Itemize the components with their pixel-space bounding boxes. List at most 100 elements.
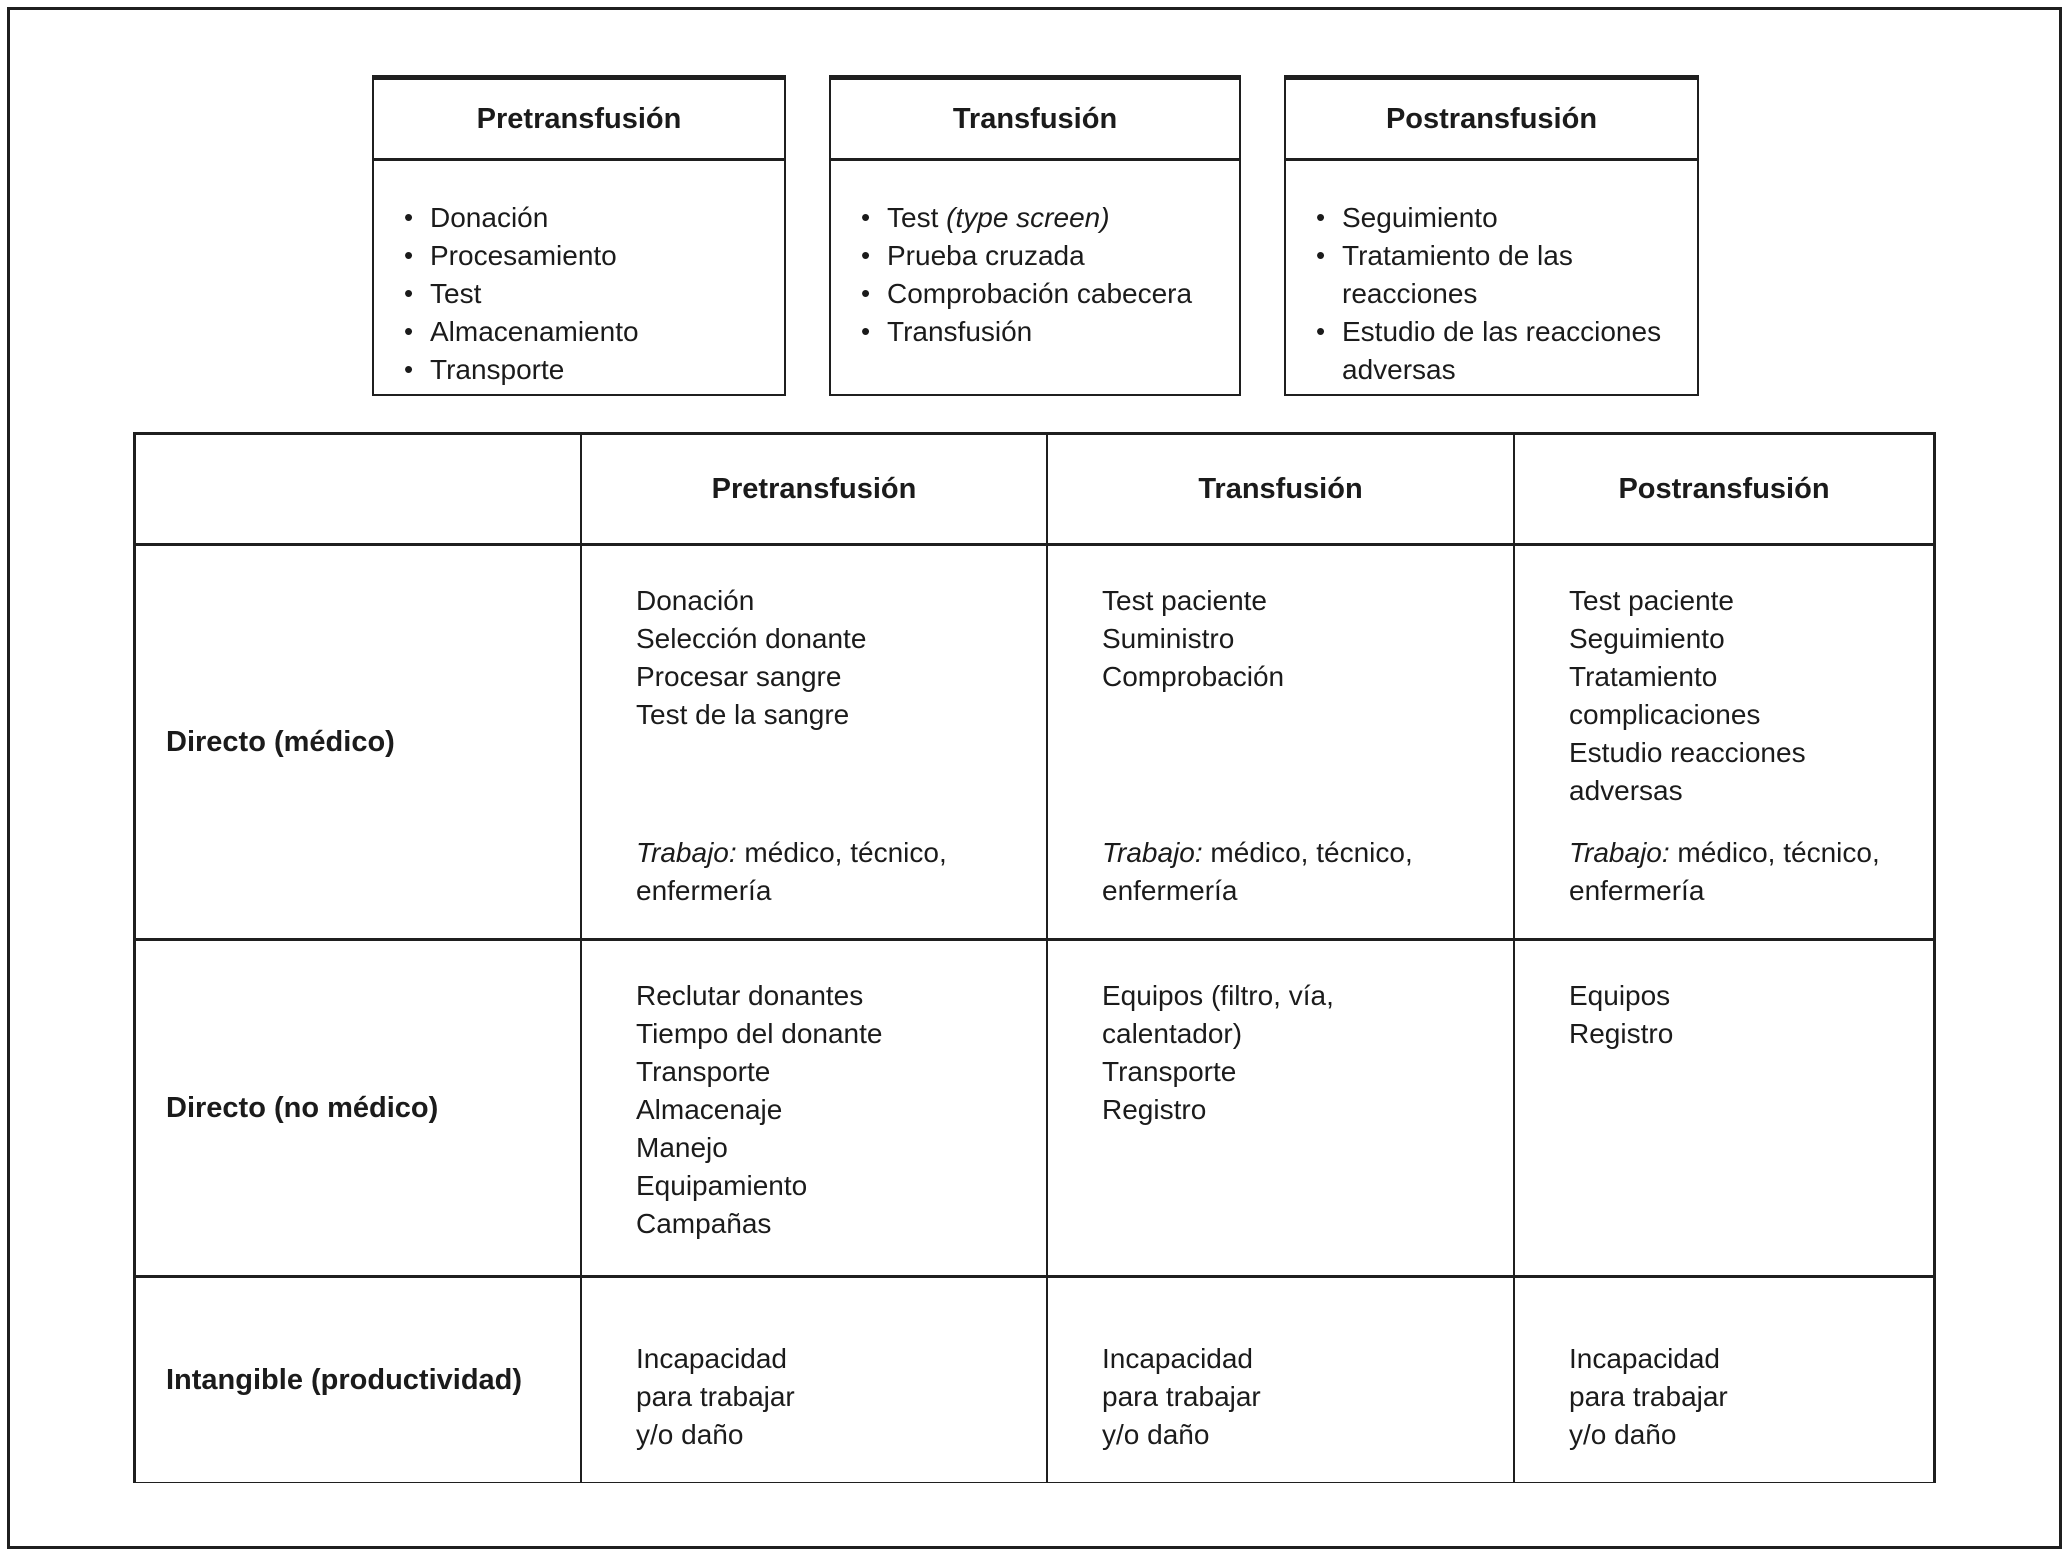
list-item-text: Transfusión — [887, 316, 1033, 347]
cell-line: calentador) — [1102, 1018, 1243, 1049]
cell-intangible-pretransfusion: Incapacidad para trabajar y/o daño — [582, 1278, 1048, 1482]
list-item: Test (type screen) — [861, 198, 1229, 237]
row-label-intangible: Intangible (productividad) — [136, 1278, 582, 1482]
cell-line: para trabajar — [636, 1381, 795, 1412]
list-item-text: Almacenamiento — [430, 316, 639, 347]
list-item-text: Test (type screen) — [887, 199, 1229, 237]
list-item-text: Test — [430, 278, 482, 309]
cell-intangible-transfusion: Incapacidad para trabajar y/o daño — [1048, 1278, 1515, 1482]
phase-box-pretransfusion: Pretransfusión Donación Procesamiento Te… — [372, 75, 786, 396]
cell-line: Equipos (filtro, vía, — [1102, 980, 1334, 1011]
phase-box-transfusion: Transfusión Test (type screen) Prueba cr… — [829, 75, 1241, 396]
cell-line: Selección donante — [636, 623, 867, 654]
list-item-text: Prueba cruzada — [887, 240, 1085, 271]
phase-box-list: Test (type screen) Prueba cruzada Compro… — [831, 161, 1239, 351]
phase-box-title: Postransfusión — [1286, 80, 1697, 161]
cell-directo-no-medico-pretransfusion: Reclutar donantes Tiempo del donante Tra… — [582, 941, 1048, 1278]
cell-line: Comprobación — [1102, 661, 1285, 692]
list-item-text-wrap: adversas — [1342, 354, 1456, 385]
figure-border — [7, 7, 2062, 1549]
cell-directo-medico-pretransfusion: Donación Selección donante Procesar sang… — [582, 546, 1048, 941]
list-item-text: Seguimiento — [1342, 202, 1498, 233]
cell-line: Test paciente — [1102, 585, 1267, 616]
list-item: Tratamiento de las reacciones — [1316, 236, 1687, 313]
cell-lines: Donación Selección donante Procesar sang… — [636, 582, 1034, 734]
item-italic-text: (type screen) — [946, 202, 1110, 233]
trabajo-label: Trabajo: — [1569, 837, 1670, 868]
cell-line: Tiempo del donante — [636, 1018, 883, 1049]
list-item-text: Estudio de las reacciones — [1342, 316, 1662, 347]
cell-lines: Test paciente Seguimiento Tratamiento co… — [1569, 582, 1921, 810]
cell-directo-no-medico-postransfusion: Equipos Registro — [1515, 941, 1933, 1278]
trabajo-note: Trabajo: médico, técnico, enfermería — [636, 834, 992, 910]
cell-line: Estudio reacciones — [1569, 737, 1806, 768]
cell-directo-medico-transfusion: Test paciente Suministro Comprobación Tr… — [1048, 546, 1515, 941]
row-label-directo-medico: Directo (médico) — [136, 546, 582, 941]
cell-line: Equipamiento — [636, 1170, 808, 1201]
table-header-pretransfusion: Pretransfusión — [582, 435, 1048, 546]
cost-table: Pretransfusión Transfusión Postransfusió… — [133, 432, 1936, 1483]
phase-box-title: Transfusión — [831, 80, 1239, 161]
list-item-text: Transporte — [430, 354, 565, 385]
phase-box-postransfusion: Postransfusión Seguimiento Tratamiento d… — [1284, 75, 1699, 396]
trabajo-note: Trabajo: médico, técnico, enfermería — [1569, 834, 1921, 910]
cell-line: y/o daño — [636, 1419, 744, 1450]
cell-line: Incapacidad — [636, 1343, 788, 1374]
list-item: Transfusión — [861, 312, 1229, 351]
cell-intangible-postransfusion: Incapacidad para trabajar y/o daño — [1515, 1278, 1933, 1482]
cell-directo-medico-postransfusion: Test paciente Seguimiento Tratamiento co… — [1515, 546, 1933, 941]
phase-box-list: Seguimiento Tratamiento de las reaccione… — [1286, 161, 1697, 389]
cell-line: Transporte — [636, 1056, 771, 1087]
cell-line: y/o daño — [1102, 1419, 1210, 1450]
cell-directo-no-medico-transfusion: Equipos (filtro, vía, calentador) Transp… — [1048, 941, 1515, 1278]
list-item-text: Tratamiento de las — [1342, 240, 1573, 271]
table-corner-cell — [136, 435, 582, 546]
cell-line: adversas — [1569, 775, 1683, 806]
list-item: Donación — [404, 198, 774, 237]
cell-line: Registro — [1569, 1018, 1674, 1049]
cell-line: Donación — [636, 585, 755, 616]
cell-line: Registro — [1102, 1094, 1207, 1125]
cell-line: Test paciente — [1569, 585, 1734, 616]
cell-line: Suministro — [1102, 623, 1235, 654]
list-item-text: Comprobación cabecera — [887, 278, 1193, 309]
list-item: Procesamiento — [404, 236, 774, 275]
cell-line: Campañas — [636, 1208, 772, 1239]
cell-line: para trabajar — [1102, 1381, 1261, 1412]
trabajo-label: Trabajo: — [636, 837, 737, 868]
list-item: Estudio de las reacciones adversas — [1316, 312, 1687, 389]
cell-line: Test de la sangre — [636, 699, 850, 730]
cell-line: y/o daño — [1569, 1419, 1677, 1450]
cell-line: para trabajar — [1569, 1381, 1728, 1412]
cell-line: complicaciones — [1569, 699, 1761, 730]
trabajo-label: Trabajo: — [1102, 837, 1203, 868]
list-item: Almacenamiento — [404, 312, 774, 351]
list-item-text: Procesamiento — [430, 240, 617, 271]
item-regular-text: Test — [887, 202, 947, 233]
list-item: Comprobación cabecera — [861, 274, 1229, 313]
cell-line: Seguimiento — [1569, 623, 1725, 654]
table-header-postransfusion: Postransfusión — [1515, 435, 1933, 546]
list-item: Prueba cruzada — [861, 236, 1229, 275]
list-item-text-wrap: reacciones — [1342, 278, 1478, 309]
cell-line: Incapacidad — [1569, 1343, 1721, 1374]
list-item: Test — [404, 274, 774, 313]
phase-box-list: Donación Procesamiento Test Almacenamien… — [374, 161, 784, 389]
trabajo-text: médico, técnico, enfermería — [636, 837, 947, 906]
cell-line: Almacenaje — [636, 1094, 783, 1125]
cell-line: Incapacidad — [1102, 1343, 1254, 1374]
cell-line: Transporte — [1102, 1056, 1237, 1087]
list-item: Seguimiento — [1316, 198, 1687, 237]
trabajo-note: Trabajo: médico, técnico, enfermería — [1102, 834, 1458, 910]
cell-line: Procesar sangre — [636, 661, 842, 692]
cell-lines: Test paciente Suministro Comprobación — [1102, 582, 1501, 696]
row-label-directo-no-medico: Directo (no médico) — [136, 941, 582, 1278]
cell-line: Manejo — [636, 1132, 728, 1163]
cell-line: Tratamiento — [1569, 661, 1718, 692]
cell-line: Reclutar donantes — [636, 980, 864, 1011]
phase-box-title: Pretransfusión — [374, 80, 784, 161]
trabajo-text: médico, técnico, enfermería — [1102, 837, 1413, 906]
table-header-transfusion: Transfusión — [1048, 435, 1515, 546]
trabajo-text: médico, técnico, enfermería — [1569, 837, 1880, 906]
